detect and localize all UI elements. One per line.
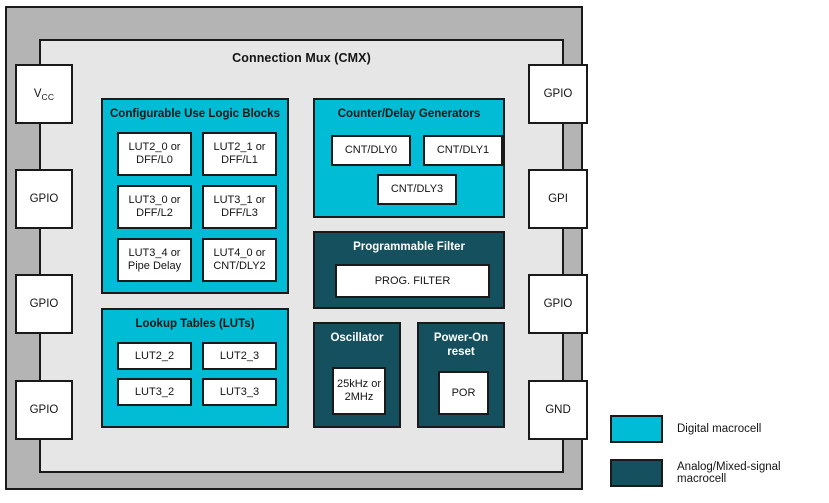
pad-gpi-right-2[interactable]: GPI — [528, 169, 588, 229]
legend-swatch-analog — [610, 459, 663, 487]
group-power-on-reset: Power-On reset POR — [417, 322, 505, 428]
connection-mux-title: Connection Mux (CMX) — [232, 51, 371, 65]
pad-label: GPIO — [29, 404, 59, 416]
cell-lut3-2: LUT3_2 — [117, 378, 192, 406]
pad-label: GND — [545, 404, 571, 416]
legend-row-analog: Analog/Mixed-signal macrocell — [610, 459, 825, 487]
cell-lut2-1: LUT2_1 or DFF/L1 — [202, 132, 277, 176]
group-title-programmable-filter: Programmable Filter — [353, 241, 465, 253]
cell-lut3-4-pipe-delay: LUT3_4 or Pipe Delay — [117, 238, 192, 282]
group-title-luts: Lookup Tables (LUTs) — [135, 318, 255, 330]
cell-lut2-3: LUT2_3 — [202, 342, 277, 370]
pad-label: GPIO — [29, 298, 59, 310]
pad-vcc-subscript: CC — [41, 91, 55, 102]
pad-gnd-right-4[interactable]: GND — [528, 380, 588, 440]
cell-oscillator-freq: 25kHz or 2MHz — [332, 367, 386, 415]
cell-lut2-2: LUT2_2 — [117, 342, 192, 370]
pad-gpio-right-1[interactable]: GPIO — [528, 64, 588, 124]
chip-core-connection-mux: Connection Mux (CMX) Configurable Use Lo… — [39, 39, 564, 473]
group-configurable-use-logic-blocks: Configurable Use Logic Blocks LUT2_0 or … — [101, 98, 289, 294]
cell-por: POR — [438, 371, 489, 415]
group-title-counter-delay: Counter/Delay Generators — [337, 108, 481, 120]
group-counter-delay-generators: Counter/Delay Generators CNT/DLY0 CNT/DL… — [313, 98, 505, 218]
pad-label: GPIO — [543, 88, 573, 100]
legend: Digital macrocell Analog/Mixed-signal ma… — [610, 415, 825, 503]
cell-lut3-1: LUT3_1 or DFF/L3 — [202, 185, 277, 229]
cell-cnt-dly0: CNT/DLY0 — [331, 135, 411, 166]
pad-label: GPIO — [29, 193, 59, 205]
cell-prog-filter: PROG. FILTER — [335, 264, 490, 298]
pad-vcc[interactable]: VCC — [15, 64, 73, 124]
group-programmable-filter: Programmable Filter PROG. FILTER — [313, 231, 505, 309]
pad-gpio-left-2[interactable]: GPIO — [15, 274, 73, 334]
legend-swatch-digital — [610, 415, 663, 443]
cell-cnt-dly1: CNT/DLY1 — [423, 135, 503, 166]
group-title-culb: Configurable Use Logic Blocks — [110, 108, 280, 120]
legend-row-digital: Digital macrocell — [610, 415, 825, 443]
legend-label-digital: Digital macrocell — [677, 423, 762, 435]
group-lookup-tables: Lookup Tables (LUTs) LUT2_2 LUT2_3 LUT3_… — [101, 308, 289, 428]
cell-lut3-0: LUT3_0 or DFF/L2 — [117, 185, 192, 229]
cell-lut4-0-cnt-dly2: LUT4_0 or CNT/DLY2 — [202, 238, 277, 282]
group-title-power-on-reset: Power-On reset — [433, 332, 489, 358]
legend-label-analog: Analog/Mixed-signal macrocell — [677, 461, 781, 485]
pad-gpio-left-1[interactable]: GPIO — [15, 169, 73, 229]
pad-label: GPIO — [543, 298, 573, 310]
cell-lut2-0: LUT2_0 or DFF/L0 — [117, 132, 192, 176]
group-title-oscillator: Oscillator — [330, 332, 384, 344]
pad-gpio-left-3[interactable]: GPIO — [15, 380, 73, 440]
cell-cnt-dly3: CNT/DLY3 — [377, 174, 457, 205]
chip-outer-frame: Connection Mux (CMX) Configurable Use Lo… — [5, 6, 588, 490]
cell-lut3-3: LUT3_3 — [202, 378, 277, 406]
pad-vcc-label: VCC — [33, 88, 55, 102]
pad-label: GPI — [548, 193, 568, 205]
group-oscillator: Oscillator 25kHz or 2MHz — [313, 322, 401, 428]
pad-gpio-right-3[interactable]: GPIO — [528, 274, 588, 334]
